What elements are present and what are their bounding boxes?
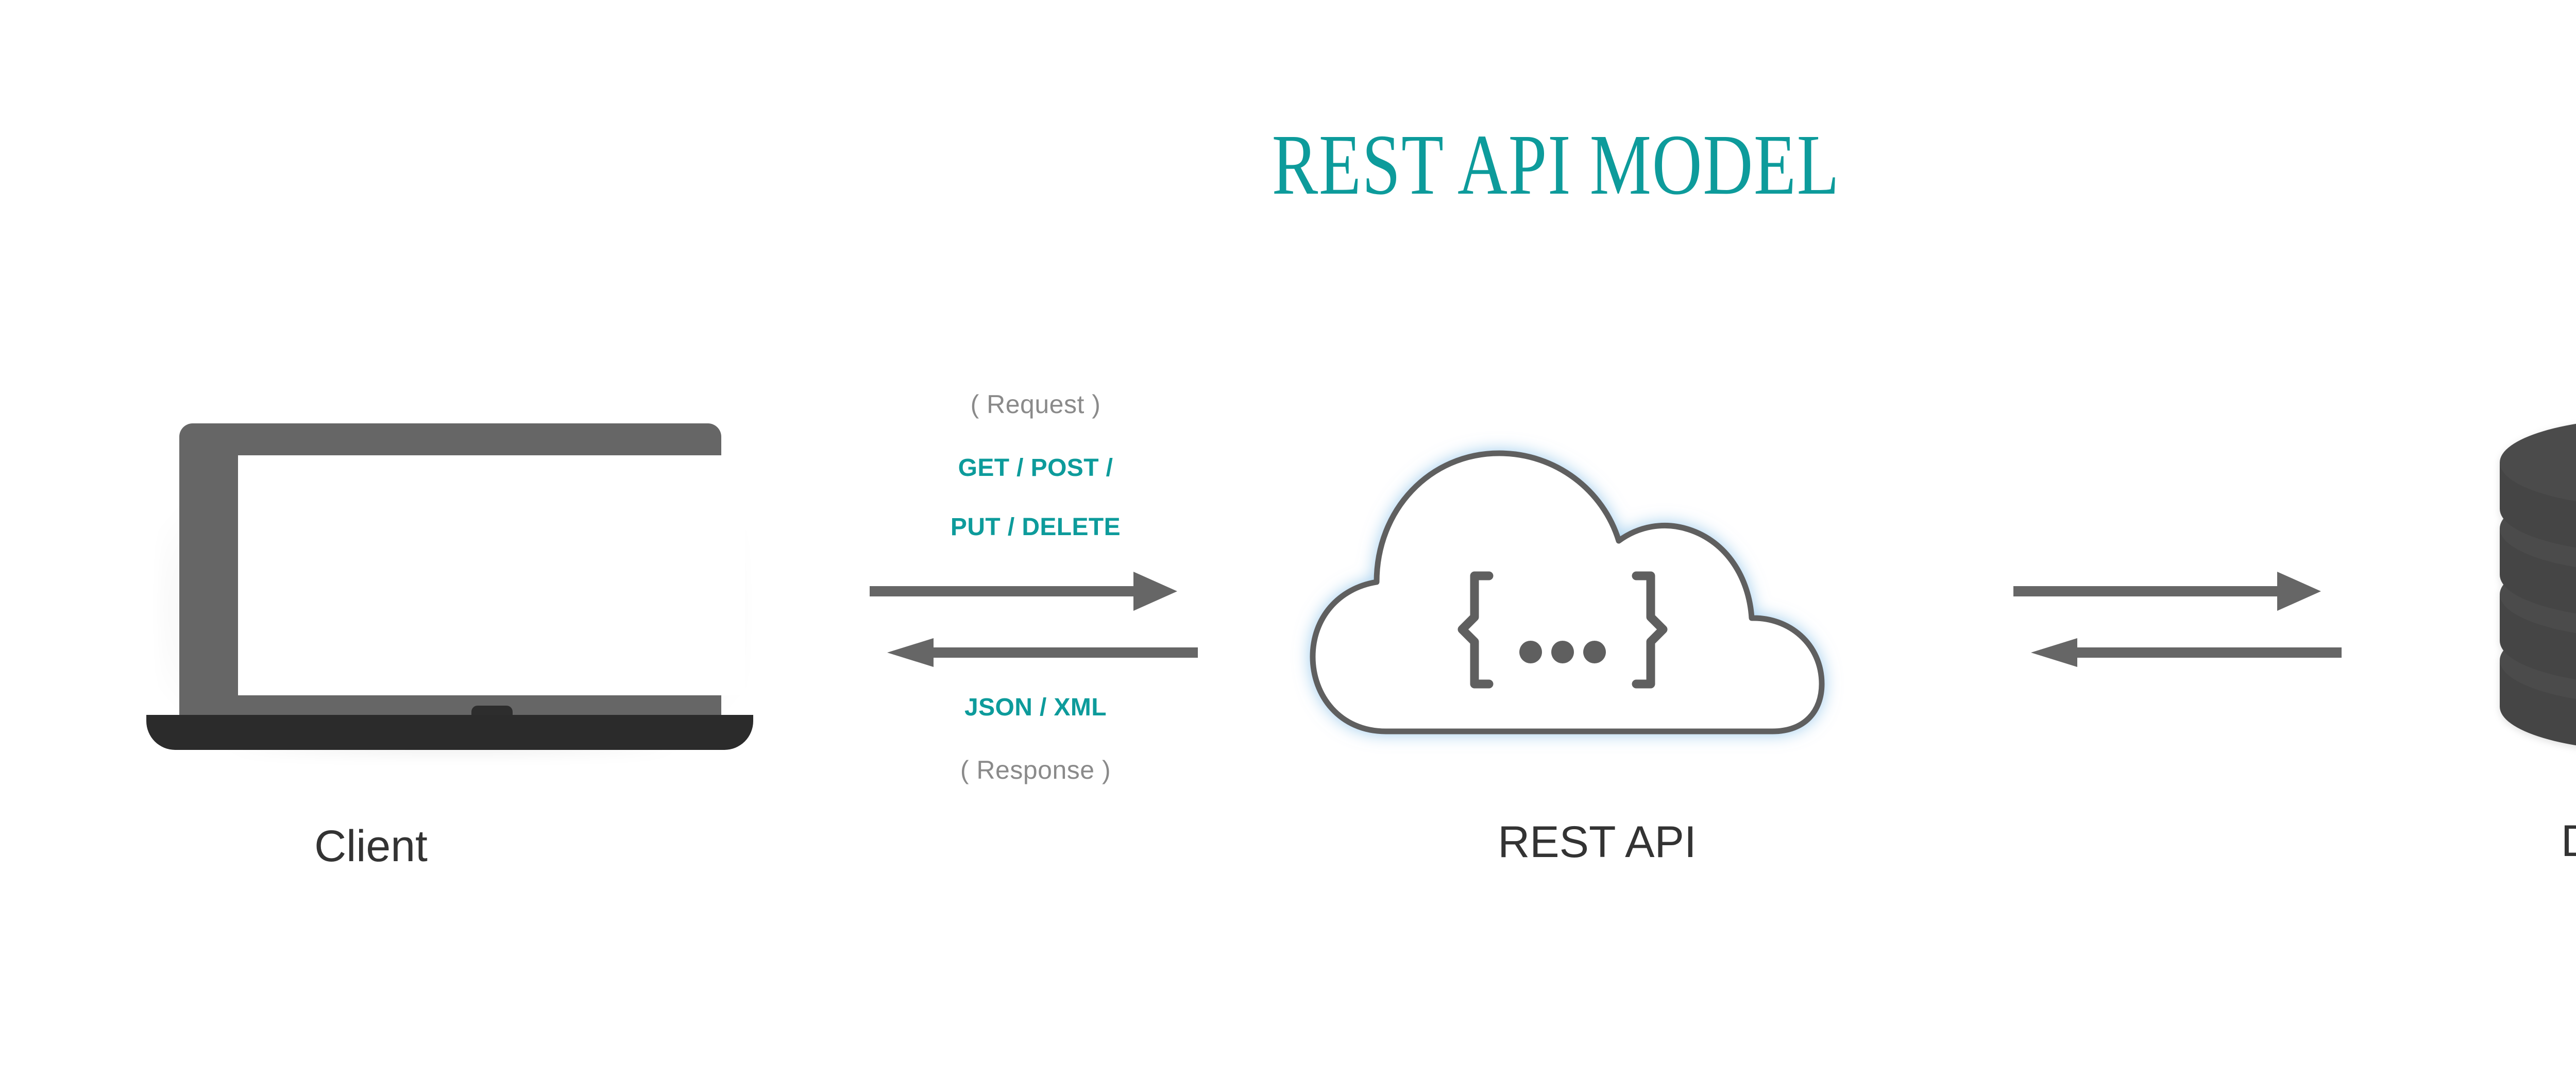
code-braces-icon xyxy=(1458,571,1668,689)
arrow-client-to-api xyxy=(870,572,1177,611)
cloud-icon xyxy=(1310,450,1825,734)
response-caption: ( Response ) xyxy=(960,756,1111,784)
rest-api-label: REST API xyxy=(1498,817,1697,867)
arrow-database-to-api xyxy=(2031,638,2342,667)
laptop-base xyxy=(146,715,753,750)
database-cylinder-icon xyxy=(2500,423,2576,746)
page-title: REST API MODEL xyxy=(1272,117,1840,213)
database-label: Database xyxy=(2496,819,2576,863)
response-formats: JSON / XML xyxy=(964,694,1107,721)
laptop-bezel xyxy=(179,423,745,722)
client-node[interactable] xyxy=(138,412,767,773)
database-node[interactable] xyxy=(2468,391,2576,762)
arrow-api-to-client xyxy=(887,638,1198,667)
rest-api-node[interactable] xyxy=(1283,402,1942,783)
laptop-screen xyxy=(238,455,745,695)
arrows-client-api xyxy=(855,561,1216,680)
client-label: Client xyxy=(314,822,428,871)
arrow-api-to-database xyxy=(2013,572,2321,611)
database-disc-1 xyxy=(2500,423,2576,548)
request-caption: ( Request ) xyxy=(970,390,1101,419)
arrows-api-database xyxy=(1999,561,2360,680)
request-methods-line-2: PUT / DELETE xyxy=(950,514,1121,541)
ellipsis-dots-icon xyxy=(1519,641,1606,663)
request-methods-line-1: GET / POST / xyxy=(958,454,1113,482)
